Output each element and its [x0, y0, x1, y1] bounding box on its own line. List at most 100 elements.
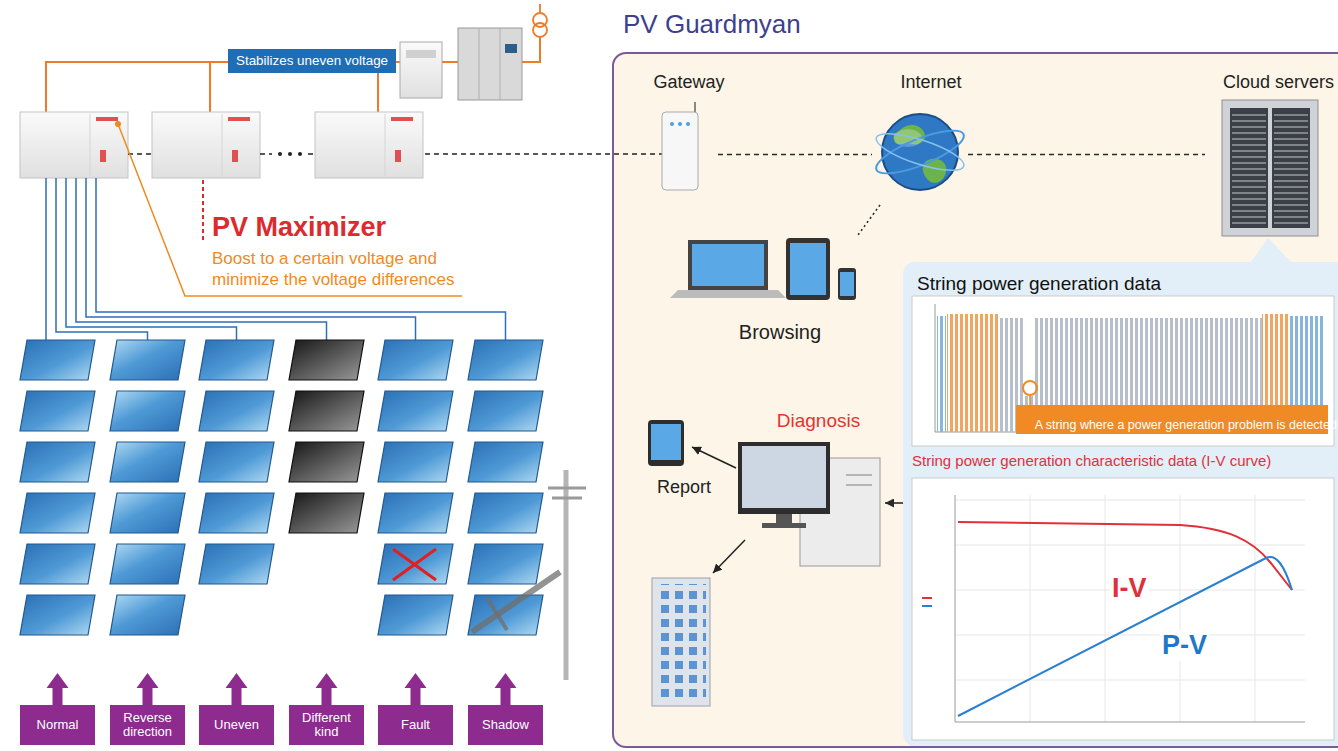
string-wire [46, 178, 506, 340]
power-cabinet [400, 28, 522, 100]
computer-icon [846, 475, 872, 485]
signal-line [128, 153, 662, 155]
report-arrow [692, 447, 745, 573]
power-cabinet [406, 50, 436, 58]
solar-panel [20, 493, 95, 533]
globe-icon [873, 126, 968, 177]
server-rack [1274, 110, 1308, 226]
power-cabinet [400, 42, 442, 98]
utility-pole [487, 598, 507, 630]
server-rack [1222, 100, 1318, 236]
panel-border [612, 52, 1338, 748]
server-rack [1272, 108, 1310, 228]
condition-label: Reverse direction [112, 711, 183, 740]
up-arrow [405, 673, 427, 705]
solar-panel [110, 544, 185, 584]
bar-chart [937, 316, 946, 432]
up-arrow [137, 673, 159, 705]
condition-tag: Fault [378, 705, 453, 745]
pv-maximizer [90, 114, 91, 176]
solar-panel [110, 595, 185, 635]
computer-icon [762, 523, 806, 528]
router-icon [670, 122, 674, 126]
tablet-icon [648, 420, 684, 466]
pv-maximizer [395, 150, 401, 162]
condition-tag: Normal [20, 705, 95, 745]
solar-panel [468, 391, 543, 431]
curve-chart [912, 478, 1334, 740]
power-cabinet [479, 28, 500, 100]
router-icon [678, 122, 682, 126]
computer-icon [738, 442, 880, 566]
solar-panel [289, 391, 364, 431]
connector [885, 502, 903, 504]
chart-heading: String power generation characteristic d… [912, 452, 1271, 470]
frame-ground [1250, 238, 1292, 263]
power-cabinet [505, 44, 517, 53]
product-name: PV Maximizer [212, 212, 386, 243]
solar-panel [378, 493, 453, 533]
callout-text: A string where a power generation proble… [1035, 418, 1337, 441]
utility-pole [472, 572, 560, 632]
fault-mark [393, 549, 436, 580]
browser-devices [670, 238, 856, 300]
curve-chart [958, 557, 1292, 716]
curve-label: I-V [1110, 573, 1149, 604]
browser-devices [786, 238, 830, 300]
solar-panel [20, 340, 95, 380]
pv-maximizer [222, 114, 223, 176]
globe-icon [872, 122, 969, 181]
up-arrow [495, 673, 517, 705]
voltage-banner: Stabilizes uneven voltage [228, 49, 396, 73]
solar-panel [199, 493, 274, 533]
condition-tag: Reverse direction [110, 705, 185, 745]
solar-panel [468, 442, 543, 482]
solar-panel [20, 340, 543, 635]
solar-panel [289, 442, 364, 482]
curve-chart [955, 495, 1305, 722]
router-icon [662, 102, 698, 190]
report-label: Report [657, 477, 711, 498]
connector [718, 154, 872, 156]
connector-group [718, 154, 1205, 503]
bar-chart [1029, 395, 1031, 405]
browser-devices [688, 240, 768, 290]
router-icon [686, 122, 690, 126]
pv-maximizer [228, 117, 250, 121]
product-note: Boost to a certain voltage and minimize … [212, 249, 474, 290]
office-building [652, 578, 710, 706]
frame-ground [612, 52, 1338, 748]
router-icon [662, 112, 698, 190]
solar-panel [199, 391, 274, 431]
leader-line [202, 180, 204, 242]
solar-panel [20, 595, 95, 635]
pv-maximizer [20, 112, 423, 178]
condition-tag: Different kind [289, 705, 364, 745]
signal-line [288, 152, 292, 156]
solar-panel [199, 340, 274, 380]
globe-icon [872, 114, 969, 190]
computer-icon [776, 514, 792, 524]
up-arrow [226, 673, 248, 705]
solar-panel [378, 442, 453, 482]
pv-maximizer [100, 150, 106, 162]
device-label: Cloud servers [1223, 72, 1334, 94]
label-holder: I-V [1110, 573, 1149, 604]
solar-panel [110, 340, 185, 380]
connector [968, 154, 1205, 156]
pv-maximizer [385, 114, 386, 176]
browser-devices [692, 244, 764, 286]
power-bus [46, 4, 547, 112]
solar-panel [20, 442, 95, 482]
condition-tag: Shadow [468, 705, 543, 745]
banner-text: Stabilizes uneven voltage [236, 53, 388, 69]
browser-devices [840, 272, 854, 296]
bar-chart [1023, 381, 1037, 395]
bar-chart [947, 314, 1000, 432]
utility-pole [564, 470, 569, 680]
up-arrow [316, 673, 338, 705]
data-panel: String power generation dataString power… [903, 262, 1338, 746]
report-arrow [692, 447, 736, 468]
